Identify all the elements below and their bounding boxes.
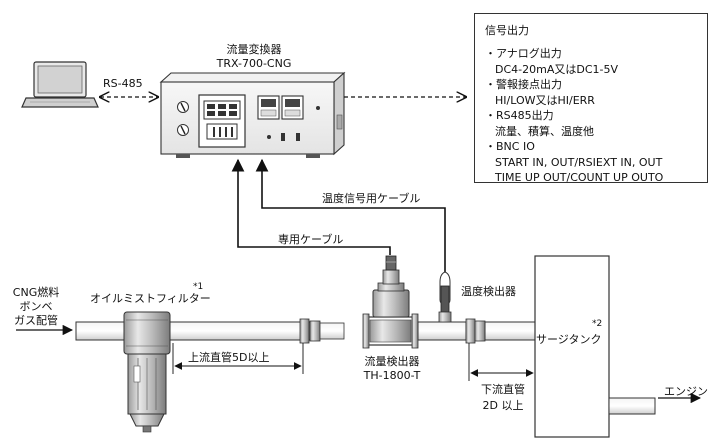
flow-detector-title: 流量検出器 — [364, 355, 420, 368]
temperature-cable — [255, 158, 446, 272]
signal-item-alarm-detail: HI/LOW又はHI/ERR — [495, 93, 595, 107]
upstream-pipe-label: 上流直管5D以上 — [188, 351, 270, 364]
flow-detector-model: TH-1800-T — [363, 369, 421, 382]
signal-output-list: ・アナログ出力 DC4-20mA又はDC1-5V ・警報接点出力 HI/LOW又… — [485, 46, 663, 186]
temperature-detector — [438, 271, 452, 323]
cng-label-2: ボンベ — [19, 300, 53, 313]
downstream-pipe-label-2: 2D 以上 — [482, 399, 524, 412]
signal-item-bnc: ・BNC IO — [485, 140, 535, 153]
oil-mist-filter-label: オイルミストフィルター — [90, 292, 211, 305]
signal-output-title: 信号出力 — [485, 24, 529, 37]
converter-model: TRX-700-CNG — [216, 57, 292, 70]
downstream-pipe-label-1: 下流直管 — [481, 383, 525, 396]
engine-label: エンジン — [664, 385, 708, 398]
signal-item-rs485: ・RS485出力 — [485, 109, 554, 122]
laptop-icon — [21, 61, 99, 108]
signal-output-box: 信号出力 ・アナログ出力 DC4-20mA又はDC1-5V ・警報接点出力 HI… — [474, 13, 708, 186]
note-1: *1 — [193, 282, 204, 292]
flow-detector — [362, 255, 419, 349]
dedicated-cable — [231, 158, 391, 255]
oil-mist-filter — [123, 311, 171, 433]
surge-tank — [534, 255, 610, 438]
temperature-detector-label: 温度検出器 — [461, 285, 516, 298]
flow-converter-unit — [159, 71, 346, 158]
signal-item-bnc-detail-2: TIME UP OUT/COUNT UP OUTO — [495, 171, 664, 184]
cng-label-3: ガス配管 — [14, 314, 58, 327]
signal-item-rs485-detail: 流量、積算、温度他 — [495, 124, 594, 138]
dedicated-cable-label: 専用ケーブル — [278, 233, 344, 246]
surge-tank-label: サージタンク — [536, 333, 602, 346]
note-2: *2 — [592, 319, 603, 329]
signal-item-bnc-detail-1: START IN, OUT/RSIEXT IN, OUT — [495, 155, 663, 169]
signal-item-analog-detail: DC4-20mA又はDC1-5V — [495, 62, 618, 76]
converter-title: 流量変換器 — [226, 43, 282, 56]
rs485-label: RS-485 — [103, 77, 143, 90]
signal-item-analog: ・アナログ出力 — [485, 47, 562, 60]
cng-label-1: CNG燃料 — [12, 286, 60, 299]
temperature-cable-label: 温度信号用ケーブル — [322, 192, 421, 205]
signal-item-alarm: ・警報接点出力 — [485, 78, 562, 91]
